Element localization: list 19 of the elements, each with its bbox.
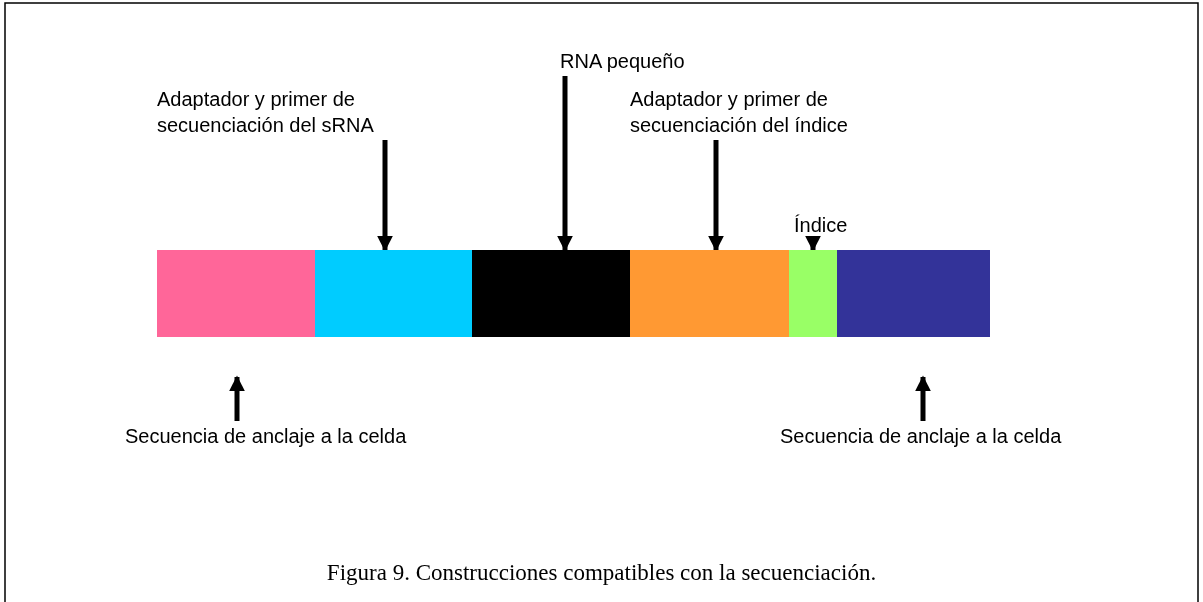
segment-label: Adaptador y primer de secuenciación del índice — [630, 87, 849, 138]
sequence-segment — [630, 250, 789, 337]
figure-caption: Figura 9. Construcciones compatibles con la secuenciación. — [325, 560, 878, 586]
segment-label: Adaptador y primer de secuenciación del sRNA — [157, 87, 375, 138]
segment-label: RNA pequeño — [560, 49, 686, 74]
segment-label: Índice — [794, 213, 849, 238]
sequence-segment — [472, 250, 630, 337]
arrow — [805, 235, 821, 252]
sequence-segment — [157, 250, 315, 337]
arrow — [708, 140, 724, 252]
arrow — [377, 140, 393, 252]
arrow — [557, 76, 573, 252]
segment-label: Secuencia de anclaje a la celda — [125, 424, 408, 449]
sequence-segment — [837, 250, 990, 337]
segment-label: Secuencia de anclaje a la celda — [780, 424, 1063, 449]
arrow — [229, 375, 245, 421]
arrow — [915, 375, 931, 421]
sequence-segment — [789, 250, 837, 337]
sequence-segment — [315, 250, 472, 337]
